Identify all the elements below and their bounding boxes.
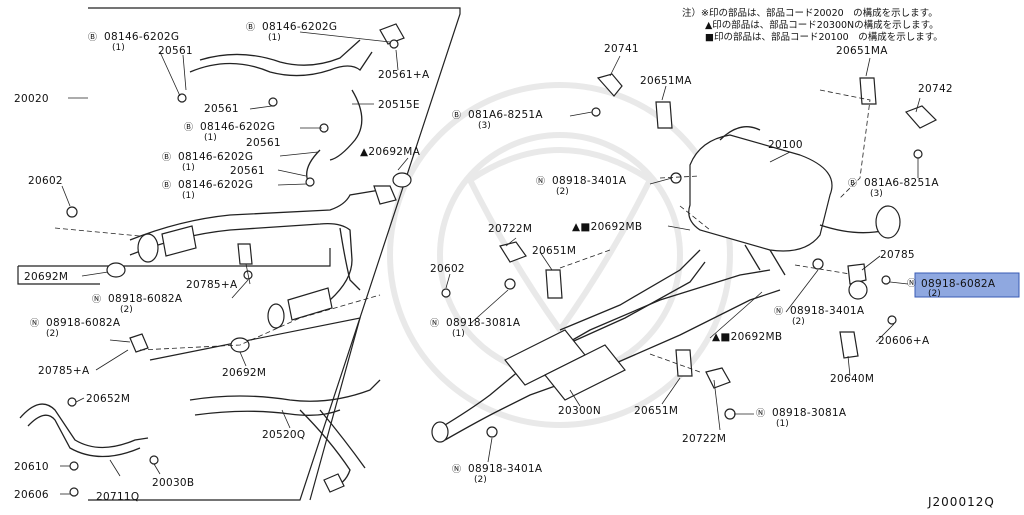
qty-08918-3401a-a: (2) [556,187,569,197]
label-20692m-a[interactable]: 20692M [24,271,68,283]
label-08918-3081a-a[interactable]: 08918-3081A [446,317,521,329]
qty-08918-6082a-c: (2) [928,289,941,299]
qty-08918-3081a-a: (1) [452,329,465,339]
label-08918-6082a-c[interactable]: 08918-6082A [921,278,996,290]
qty-081a6-8251a-b: (3) [870,189,883,199]
label-20561-c[interactable]: 20561 [246,137,281,149]
label-20651m-b[interactable]: 20651M [634,405,678,417]
label-20602-b[interactable]: 20602 [430,263,465,275]
leader-lines [60,31,921,495]
part-labels: 20020 Ⓑ 08146-6202G (1) 20561 Ⓑ 08146-62… [14,21,996,503]
label-20651ma-a[interactable]: 20651MA [640,75,692,87]
label-20692mb-a[interactable]: ▲■20692MB [572,221,642,233]
qty-08918-6082a-b: (2) [46,329,59,339]
label-20651m-a[interactable]: 20651M [532,245,576,257]
label-20652m[interactable]: 20652M [86,393,130,405]
qty-08918-3401a-b: (2) [792,317,805,327]
diagram-code: J200012Q [927,495,995,509]
prefix-b-icon: Ⓑ [88,32,97,43]
hangers-and-brackets[interactable] [106,73,938,389]
label-20785[interactable]: 20785 [880,249,915,261]
prefix-n-icon: Ⓝ [92,294,101,305]
label-08918-6082a-a[interactable]: 08918-6082A [108,293,183,305]
note-line-2: ▲印の部品は、部品コード20300Nの構成を示します。 [705,19,939,31]
label-08918-3401a-a[interactable]: 08918-3401A [552,175,627,187]
label-20692ma[interactable]: ▲20692MA [360,146,421,158]
relation-lines [54,89,871,373]
prefix-n-icon: Ⓝ [452,464,461,475]
label-08918-6082a-b[interactable]: 08918-6082A [46,317,121,329]
prefix-n-icon: Ⓝ [30,318,39,329]
label-20561-d[interactable]: 20561 [230,165,265,177]
qty-08146-6202g-a: (1) [112,43,125,53]
label-20640m[interactable]: 20640M [830,373,874,385]
label-08146-6202g-d[interactable]: 08146-6202G [178,151,253,163]
prefix-b-icon: Ⓑ [184,122,193,133]
qty-081a6-8251a-a: (3) [478,121,491,131]
label-20651ma-b[interactable]: 20651MA [836,45,888,57]
label-08918-3081a-b[interactable]: 08918-3081A [772,407,847,419]
label-081a6-8251a-b[interactable]: 081A6-8251A [864,177,939,189]
prefix-b-icon: Ⓑ [246,22,255,33]
qty-08918-3401a-c: (2) [474,475,487,485]
label-08146-6202g-c[interactable]: 08146-6202G [200,121,275,133]
front-pipe-assembly[interactable] [129,23,405,329]
label-20515e[interactable]: 20515E [378,99,420,111]
qty-08146-6202g-c: (1) [204,133,217,143]
label-08146-6202g-b[interactable]: 08146-6202G [262,21,337,33]
prefix-n-icon: Ⓝ [774,306,783,317]
qty-08146-6202g-e: (1) [182,191,195,201]
label-20520q[interactable]: 20520Q [262,429,305,441]
label-20692m-b[interactable]: 20692M [222,367,266,379]
prefix-b-icon: Ⓑ [452,110,461,121]
prefix-n-icon: Ⓝ [536,176,545,187]
label-20711q[interactable]: 20711Q [96,491,139,503]
label-20602-a[interactable]: 20602 [28,175,63,187]
label-20785-plus-a-a[interactable]: 20785+A [186,279,238,291]
rear-y-pipe-20520q[interactable] [189,379,381,493]
prefix-n-icon: Ⓝ [756,408,765,419]
label-20606[interactable]: 20606 [14,489,49,501]
qty-08146-6202g-d: (1) [182,163,195,173]
label-20722m-a[interactable]: 20722M [488,223,532,235]
label-20785-plus-a-b[interactable]: 20785+A [38,365,90,377]
qty-08918-6082a-a: (2) [120,305,133,315]
qty-08146-6202g-b: (1) [268,33,281,43]
label-20561-b[interactable]: 20561 [204,103,239,115]
label-20722m-b[interactable]: 20722M [682,433,726,445]
label-081a6-8251a-a[interactable]: 081A6-8251A [468,109,543,121]
label-20741[interactable]: 20741 [604,43,639,55]
label-20561-plus-a[interactable]: 20561+A [378,69,430,81]
label-08918-3401a-c[interactable]: 08918-3401A [468,463,543,475]
label-08918-3401a-b[interactable]: 08918-3401A [790,305,865,317]
label-20100[interactable]: 20100 [768,139,803,151]
label-20606-plus-a[interactable]: 20606+A [878,335,930,347]
note-line-1: 注）※印の部品は、部品コード20020 の構成を示します。 [682,7,938,19]
label-20300n[interactable]: 20300N [558,405,601,417]
label-20692mb-b[interactable]: ▲■20692MB [712,331,782,343]
highlight-box[interactable] [914,272,1020,298]
prefix-b-icon: Ⓑ [162,152,171,163]
label-20742[interactable]: 20742 [918,83,953,95]
label-08146-6202g-a[interactable]: 08146-6202G [104,31,179,43]
label-20030b[interactable]: 20030B [152,477,194,489]
qty-08918-3081a-b: (1) [776,419,789,429]
main-muffler-20100[interactable] [688,126,901,276]
bracket-20711q[interactable] [19,403,149,458]
prefix-n-icon: Ⓝ [907,278,916,289]
prefix-b-icon: Ⓑ [848,178,857,189]
note-line-3: ■印の部品は、部品コード20100 の構成を示します。 [705,31,943,43]
prefix-n-icon: Ⓝ [430,318,439,329]
label-20020[interactable]: 20020 [14,93,49,105]
label-20561-a[interactable]: 20561 [158,45,193,57]
center-pipe-20300n[interactable] [431,249,781,443]
label-20610[interactable]: 20610 [14,461,49,473]
label-08146-6202g-e[interactable]: 08146-6202G [178,179,253,191]
prefix-b-icon: Ⓑ [162,180,171,191]
